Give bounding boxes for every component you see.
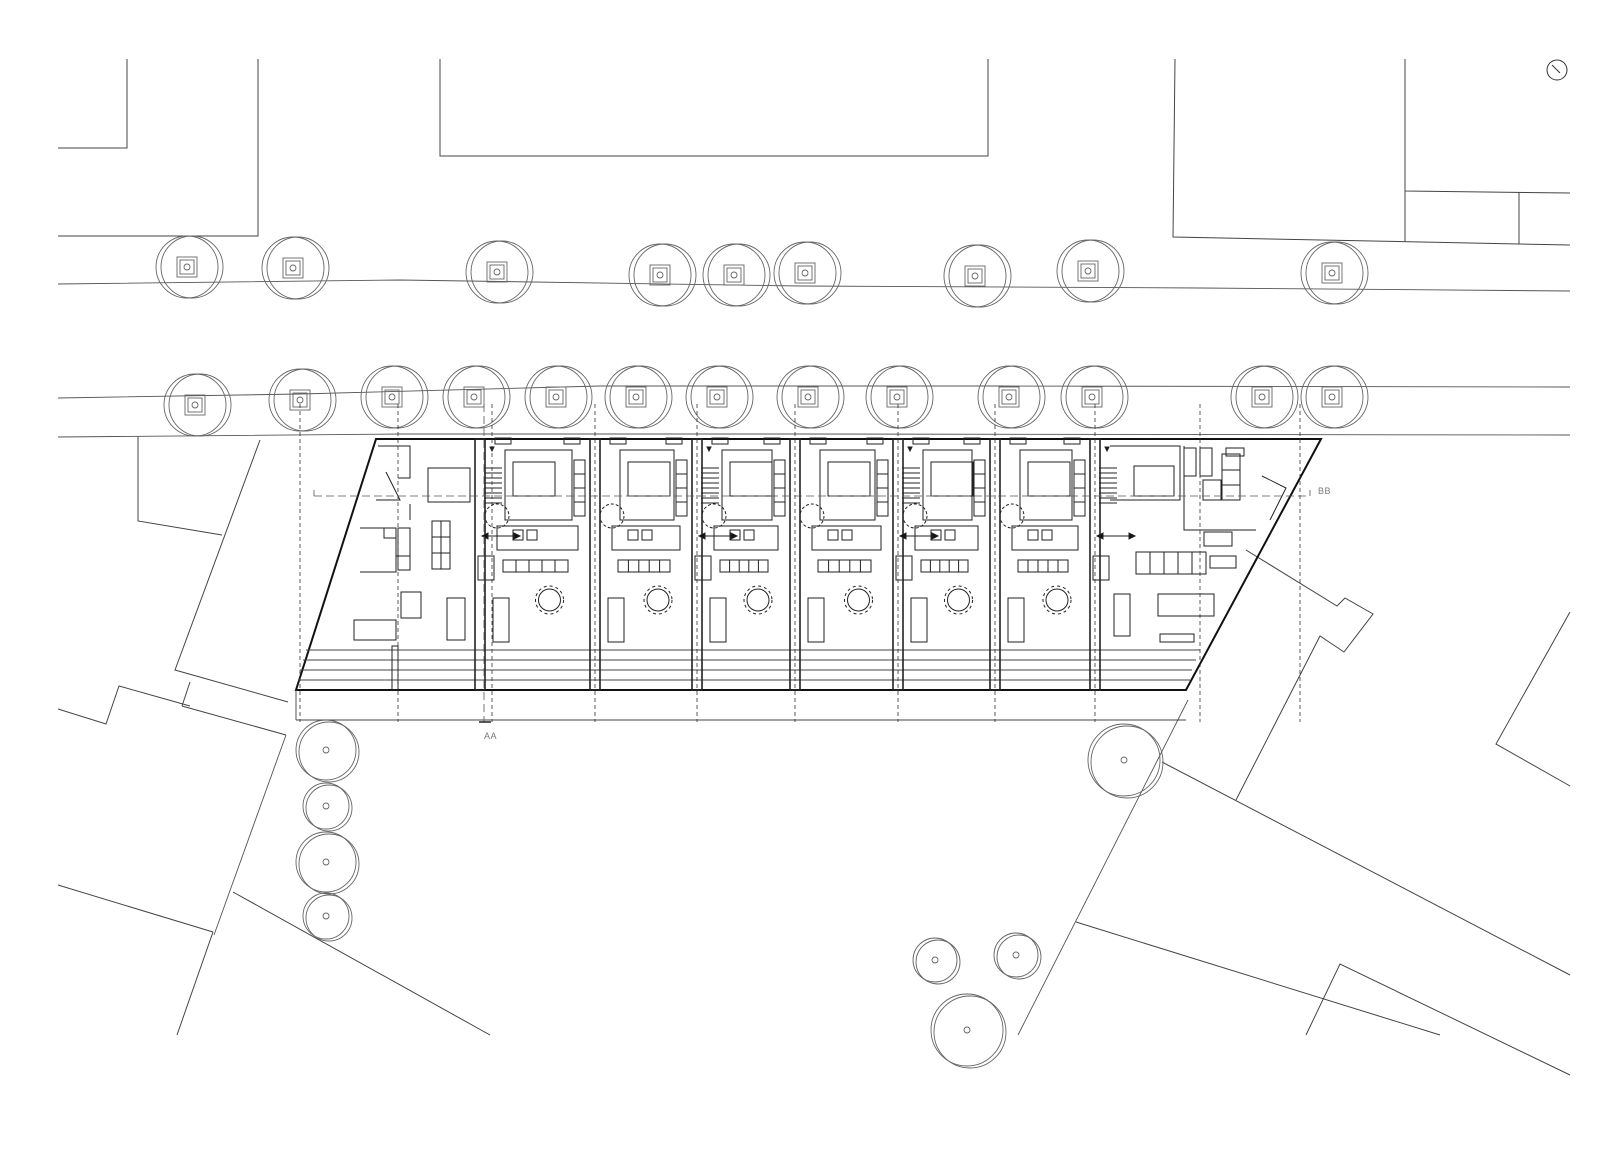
street-tree-south-10: [977, 365, 1046, 429]
garden-tree-2: [302, 782, 353, 832]
street-tree-south-4: [442, 365, 511, 429]
street-tree-south-1: [163, 373, 232, 437]
north-arrow-icon: [1546, 59, 1568, 81]
stair-core-2: [694, 446, 739, 581]
section-label-bb: BB: [1318, 486, 1331, 496]
street-tree-north-8: [1056, 239, 1125, 303]
terrace-line: [295, 649, 1200, 721]
section-label-aa: AA: [484, 731, 497, 741]
row-house-unit-1: [484, 437, 586, 643]
row-house-units: [474, 437, 1137, 691]
street-tree-north-1: [155, 235, 224, 299]
section-line-aa: [479, 404, 491, 723]
street-tree-south-7: [685, 365, 754, 429]
garden-tree-1: [295, 719, 360, 783]
street-tree-south-5: [524, 365, 593, 429]
street-trees-north: [155, 235, 1369, 308]
garden-tree-7: [993, 932, 1042, 980]
section-line-bb: [313, 490, 1311, 497]
garden-tree-3: [295, 831, 360, 895]
street-tree-north-4: [628, 243, 697, 307]
street-tree-north-2: [261, 236, 330, 300]
street-tree-south-6: [604, 365, 673, 429]
street-tree-north-7: [943, 244, 1012, 308]
street-trees-south: [163, 365, 1369, 437]
stair-core-4: [1092, 446, 1137, 581]
stair-core-3: [895, 446, 940, 581]
street-tree-north-3: [465, 240, 534, 304]
garden-tree-5: [1087, 723, 1164, 799]
west-end-unit: [353, 445, 471, 691]
street-tree-north-9: [1300, 241, 1369, 305]
row-house-unit-6: [999, 437, 1086, 643]
street-tree-north-6: [773, 241, 842, 305]
street-tree-south-13: [1300, 365, 1369, 429]
row-house-unit-2: [599, 437, 688, 643]
garden-tree-8: [930, 993, 1007, 1069]
garden-tree-4: [302, 892, 353, 942]
garden-trees: [295, 719, 1164, 1069]
context-buildings: [57, 58, 1571, 1076]
row-house-unit-4: [799, 437, 889, 643]
street-tree-south-11: [1060, 365, 1129, 429]
street-tree-south-3: [360, 365, 429, 429]
building-envelope: [294, 438, 1323, 691]
street-edges: [57, 279, 1571, 1036]
street-tree-north-5: [702, 243, 771, 307]
stair-core-1: [477, 446, 522, 581]
grid-dashed-lines: [299, 404, 1301, 722]
east-end-unit: [1110, 445, 1287, 643]
street-tree-south-12: [1230, 365, 1299, 429]
street-tree-south-9: [865, 365, 934, 429]
street-tree-south-2: [268, 368, 337, 432]
street-tree-south-8: [776, 365, 845, 429]
row-house-unit-3: [701, 437, 786, 643]
garden-tree-6: [912, 937, 961, 985]
row-house-unit-5: [902, 437, 986, 643]
party-wall-1: [474, 438, 486, 691]
